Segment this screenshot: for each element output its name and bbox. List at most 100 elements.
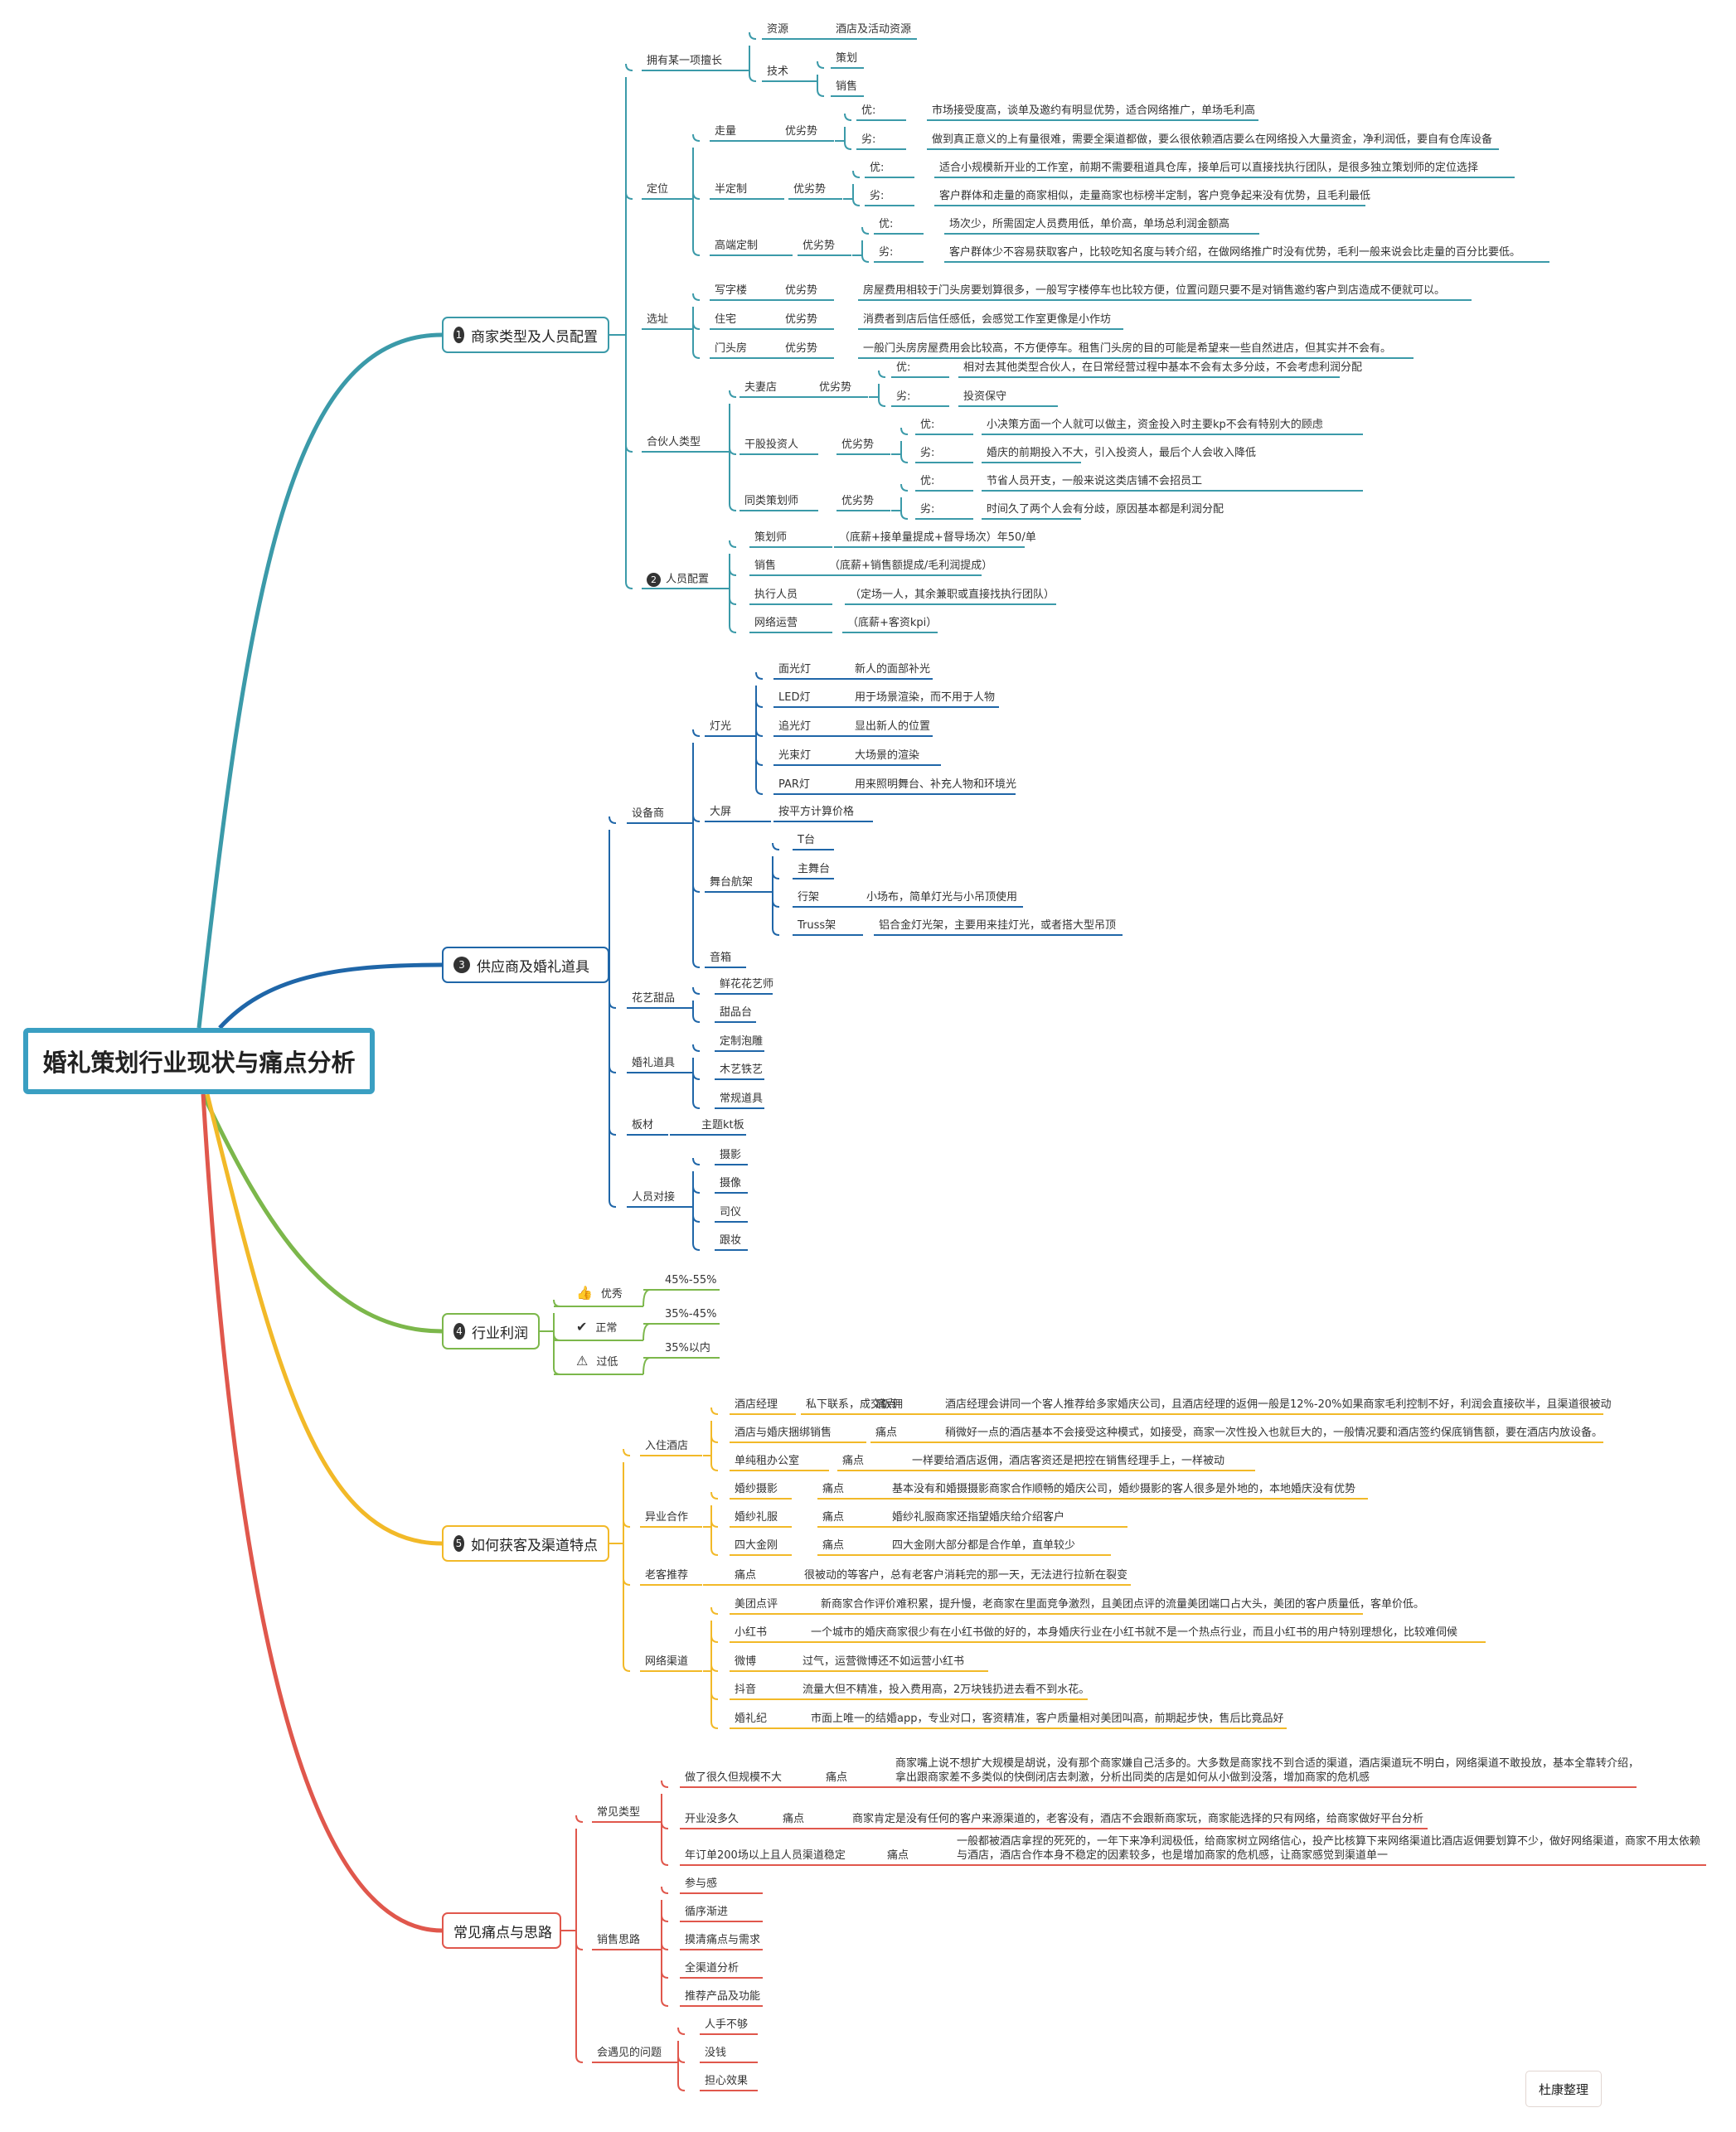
node-partner-industry[interactable]: 四大金刚 (735, 1539, 778, 1552)
node-wedding-props[interactable]: 婚礼道具 (632, 1057, 676, 1069)
node-hotel[interactable]: 入住酒店 (645, 1440, 689, 1452)
node-rent-office[interactable]: 单纯租办公室 (735, 1455, 800, 1467)
node-con-text[interactable]: 婚庆的前期投入不大，引入投资人，最后个人会收入降低 (987, 447, 1257, 459)
node-pain[interactable]: 痛点 (822, 1483, 845, 1495)
node-pain-text[interactable]: 一般都被酒店拿捏的死死的，一年下来净利润极低，给商家树立网络信心，投产比核算下来… (957, 1835, 1701, 1848)
node-sales-step[interactable]: 参与感 (685, 1878, 718, 1890)
node-semi-custom[interactable]: 半定制 (715, 183, 748, 196)
node-pro-text[interactable]: 市场接受度高，谈单及邀约有明显优势，适合网络推广，单场毛利高 (932, 104, 1256, 117)
node-new-business[interactable]: 开业没多久 (685, 1813, 739, 1825)
node-location-text[interactable]: 消费者到店后信任感低，会感觉工作室更像是小作坊 (863, 313, 1112, 326)
node-online-ops[interactable]: 网络运营 (754, 617, 798, 629)
node-sales-step[interactable]: 推荐产品及功能 (685, 1990, 761, 2003)
node-pros-cons[interactable]: 优劣势 (793, 183, 827, 196)
node-pain-text[interactable]: 稍微好一点的酒店基本不会接受这种模式，如接受，商家一次性投入也就巨大的，一般情况… (945, 1427, 1603, 1439)
node-pain-text[interactable]: 四大金刚大部分都是合作单，直单较少 (892, 1539, 1076, 1552)
node-problem[interactable]: 担心效果 (705, 2075, 749, 2087)
node-regular-props[interactable]: 常规道具 (720, 1093, 764, 1105)
node-pro[interactable]: 优: (896, 361, 911, 374)
node-staffing-text[interactable]: （定场一人，其余兼职或直接找执行团队） (850, 589, 1055, 601)
node-pain-text[interactable]: 很被动的等客户，总有老客户消耗完的那一天，无法进行拉新在裂变 (804, 1569, 1128, 1582)
node-pain-text[interactable]: 基本没有和婚摄摄影商家合作顺畅的婚庆公司，婚纱摄影的客人很多是外地的，本地婚庆没… (892, 1483, 1356, 1495)
node-pain[interactable]: 痛点 (875, 1398, 898, 1411)
node-residential[interactable]: 住宅 (715, 313, 737, 326)
node-profit-range[interactable]: 35%-45% (665, 1308, 717, 1320)
node-strength[interactable]: 拥有某一项擅长 (647, 55, 723, 67)
node-pro[interactable]: 优: (879, 218, 894, 230)
node-row-truss[interactable]: 行架 (798, 891, 820, 904)
node-planner[interactable]: 策划师 (754, 531, 788, 544)
node-problem[interactable]: 人手不够 (705, 2018, 749, 2031)
node-light-text[interactable]: 大场景的渲染 (855, 749, 920, 762)
node-staffing-text[interactable]: （底薪+接单量提成+督导场次）年50/单 (839, 531, 1036, 544)
node-light-text[interactable]: 用来照明舞台、补充人物和环境光 (855, 778, 1017, 791)
node-pro-text[interactable]: 相对去其他类型合伙人，在日常经营过程中基本不会有太多分歧，不会考虑利润分配 (963, 361, 1363, 374)
node-pain[interactable]: 痛点 (875, 1427, 898, 1439)
node-channel[interactable]: 美团点评 (735, 1598, 778, 1611)
node-sales-step[interactable]: 全渠道分析 (685, 1962, 739, 1975)
node-problems[interactable]: 会遇见的问题 (597, 2047, 662, 2059)
node-sales-step[interactable]: 摸清痛点与需求 (685, 1934, 761, 1946)
node-pros-cons[interactable]: 优劣势 (841, 439, 875, 451)
node-con-text[interactable]: 客户群体少不容易获取客户，比较吃知名度与转介绍，在做网络推广时没有优势，毛利一般… (949, 246, 1521, 259)
node-hotel-manager-method[interactable]: 私下联系，成交饭佣 (806, 1398, 904, 1411)
node-pain-text[interactable]: 拿出跟商家差不多类似的快倒闭店去刺激，分析出同类的店是如何从小做到没落，增加商家… (895, 1771, 1370, 1784)
node-light-text[interactable]: 用于场景渲染，而不用于人物 (855, 691, 996, 704)
node-con[interactable]: 劣: (870, 190, 885, 202)
node-speakers[interactable]: 音箱 (710, 952, 732, 964)
node-large-business[interactable]: 年订单200场以上且人员渠道稳定 (685, 1849, 846, 1862)
node-common-types[interactable]: 常见类型 (597, 1806, 641, 1819)
node-office[interactable]: 写字楼 (715, 284, 748, 297)
node-light-type[interactable]: 追光灯 (778, 720, 812, 733)
node-wood-iron[interactable]: 木艺铁艺 (720, 1064, 764, 1076)
node-main-stage[interactable]: 主舞台 (798, 863, 831, 875)
node-pro-text[interactable]: 小决策方面一个人就可以做主，资金投入时主要kp不会有特别大的顾虑 (987, 419, 1323, 431)
node-truss[interactable]: Truss架 (798, 919, 836, 932)
node-con[interactable]: 劣: (920, 447, 935, 459)
node-con-text[interactable]: 客户群体和走量的商家相似，走量商家也标榜半定制，客户竞争起来没有优势，且毛利最低 (939, 190, 1371, 202)
node-pros-cons[interactable]: 优劣势 (819, 381, 852, 394)
node-foam-sculpture[interactable]: 定制泡雕 (720, 1035, 764, 1048)
node-screen-text[interactable]: 按平方计算价格 (778, 806, 855, 818)
node-profit-range[interactable]: 35%以内 (665, 1342, 710, 1354)
node-photography[interactable]: 摄影 (720, 1149, 742, 1161)
node-truss-text[interactable]: 铝合金灯光架，主要用来挂灯光，或者搭大型吊顶 (879, 919, 1117, 932)
node-volume[interactable]: 走量 (715, 125, 737, 138)
node-high-end[interactable]: 高端定制 (715, 240, 759, 252)
node-screen[interactable]: 大屏 (710, 806, 732, 818)
node-light-type[interactable]: 面光灯 (778, 663, 812, 676)
node-pain[interactable]: 痛点 (842, 1455, 865, 1467)
node-staffing-text[interactable]: （底薪+销售额提成/毛利润提成） (829, 560, 993, 572)
node-pain-text[interactable]: 商家肯定是没有任何的客户来源渠道的，老客没有，酒店不会跟新商家玩，商家能选择的只… (852, 1813, 1424, 1825)
node-light-type[interactable]: 光束灯 (778, 749, 812, 762)
node-dessert-table[interactable]: 甜品台 (720, 1006, 753, 1019)
node-florist[interactable]: 鲜花花艺师 (720, 978, 774, 991)
node-resource-value[interactable]: 酒店及活动资源 (836, 23, 912, 36)
node-con[interactable]: 劣: (920, 503, 935, 516)
node-flowers-dessert[interactable]: 花艺甜品 (632, 992, 676, 1005)
node-pro[interactable]: 优: (920, 419, 935, 431)
node-con[interactable]: 劣: (896, 390, 911, 403)
node-host[interactable]: 司仪 (720, 1206, 742, 1219)
node-sales-step[interactable]: 循序渐进 (685, 1906, 729, 1918)
node-pro-text[interactable]: 适合小规模新开业的工作室，前期不需要租道具仓库，接单后可以直接找执行团队，是很多… (939, 162, 1479, 174)
node-kt-board[interactable]: 主题kt板 (701, 1119, 744, 1131)
node-pro[interactable]: 优: (861, 104, 876, 117)
node-channel[interactable]: 婚礼纪 (735, 1713, 768, 1725)
node-staffing-text[interactable]: （底薪+客资kpi） (847, 617, 938, 629)
node-online-channels[interactable]: 网络渠道 (645, 1655, 689, 1668)
node-videography[interactable]: 摄像 (720, 1177, 742, 1190)
node-pain-text[interactable]: 商家嘴上说不想扩大规模是胡说，没有那个商家嫌自己活多的。大多数是商家找不到合适的… (895, 1757, 1640, 1770)
root-topic[interactable]: 婚礼策划行业现状与痛点分析 (23, 1028, 375, 1094)
node-lighting[interactable]: 灯光 (710, 720, 732, 733)
node-t-stage[interactable]: T台 (798, 834, 815, 846)
node-light-text[interactable]: 显出新人的位置 (855, 720, 931, 733)
node-profit-level[interactable]: ✔正常 (576, 1320, 617, 1335)
node-partner-types[interactable]: 合伙人类型 (647, 436, 701, 448)
node-light-type[interactable]: PAR灯 (778, 778, 810, 791)
node-equity-investor[interactable]: 干股投资人 (744, 439, 799, 451)
node-profit-level[interactable]: ⚠过低 (576, 1354, 618, 1369)
node-pain[interactable]: 痛点 (822, 1511, 845, 1524)
